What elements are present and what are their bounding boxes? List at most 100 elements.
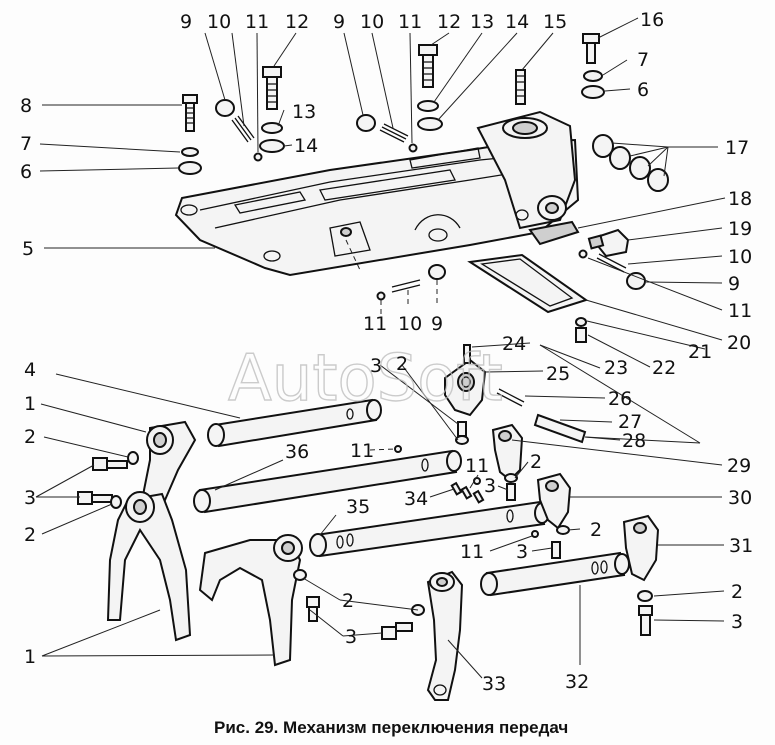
washer-2-30 bbox=[556, 525, 570, 535]
callout-16: 16 bbox=[640, 9, 664, 31]
callout-17: 17 bbox=[725, 137, 749, 159]
callout-15: 15 bbox=[543, 11, 567, 33]
shift-cover-housing bbox=[174, 110, 580, 277]
plug-9-a bbox=[215, 99, 235, 117]
washer-13-right bbox=[417, 100, 439, 112]
ball-11-e bbox=[394, 445, 402, 453]
bolt-3-fork-b bbox=[77, 491, 113, 505]
washer-21 bbox=[575, 317, 587, 327]
callout-8: 8 bbox=[20, 95, 32, 117]
callout-20: 20 bbox=[727, 332, 751, 354]
callout-labels: 9 10 11 12 9 10 11 12 13 14 15 16 8 13 1… bbox=[20, 9, 753, 695]
callout-3: 3 bbox=[345, 626, 357, 648]
callout-1: 1 bbox=[24, 646, 36, 668]
callout-3: 3 bbox=[484, 475, 496, 497]
callout-11: 11 bbox=[728, 300, 752, 322]
rod-4 bbox=[207, 398, 382, 448]
bolt-3-30 bbox=[551, 541, 561, 559]
switch-19 bbox=[587, 228, 630, 258]
bolt-12-right bbox=[418, 44, 438, 88]
callout-11: 11 bbox=[460, 541, 484, 563]
bolt-3-31 bbox=[638, 605, 653, 636]
callout-24: 24 bbox=[502, 333, 526, 355]
spring-10-c bbox=[391, 279, 421, 293]
bolt-3-fork-a bbox=[92, 457, 128, 471]
callout-2: 2 bbox=[530, 451, 542, 473]
gasket-20 bbox=[467, 253, 589, 314]
callout-2: 2 bbox=[590, 519, 602, 541]
callout-33: 33 bbox=[482, 673, 506, 695]
fork-33 bbox=[426, 570, 464, 701]
shift-head-29 bbox=[491, 423, 524, 482]
callout-21: 21 bbox=[688, 341, 712, 363]
callout-30: 30 bbox=[728, 487, 752, 509]
rod-32 bbox=[480, 551, 630, 597]
callout-3: 3 bbox=[516, 541, 528, 563]
washer-7-right bbox=[583, 70, 603, 82]
washer-14-left bbox=[259, 139, 285, 153]
callout-32: 32 bbox=[565, 671, 589, 693]
callout-11: 11 bbox=[398, 11, 422, 33]
bolt-3-fork-d bbox=[381, 622, 413, 640]
callout-7: 7 bbox=[20, 133, 32, 155]
fork-1-lower bbox=[198, 534, 303, 667]
callout-2: 2 bbox=[396, 353, 408, 375]
washer-13-left bbox=[261, 122, 283, 134]
plugs-17 bbox=[592, 134, 669, 192]
bolt-12-left bbox=[262, 66, 282, 110]
pin-24 bbox=[463, 344, 471, 364]
fork-1-middle bbox=[106, 491, 192, 642]
callout-10: 10 bbox=[207, 11, 231, 33]
plunger-27-28 bbox=[533, 413, 587, 444]
rod-36 bbox=[193, 449, 462, 514]
callout-35: 35 bbox=[346, 496, 370, 518]
callout-23: 23 bbox=[604, 357, 628, 379]
callout-6: 6 bbox=[20, 161, 32, 183]
washer-2-selector bbox=[455, 435, 469, 445]
bolt-3-29 bbox=[506, 483, 516, 501]
washer-6-left bbox=[178, 161, 202, 175]
callout-4: 4 bbox=[24, 359, 36, 381]
callout-26: 26 bbox=[608, 388, 632, 410]
bolt-16 bbox=[582, 33, 600, 64]
washer-2-31 bbox=[637, 590, 653, 602]
callout-3: 3 bbox=[24, 487, 36, 509]
callout-11: 11 bbox=[350, 440, 374, 462]
callout-13: 13 bbox=[292, 101, 316, 123]
callout-2: 2 bbox=[24, 524, 36, 546]
washer-14-right bbox=[417, 117, 443, 131]
shift-head-30 bbox=[536, 472, 572, 530]
leader-lines bbox=[35, 17, 726, 679]
callout-10: 10 bbox=[398, 313, 422, 335]
washer-7-left bbox=[181, 147, 199, 157]
callout-11: 11 bbox=[363, 313, 387, 335]
spring-10-b bbox=[379, 123, 409, 143]
seal-18 bbox=[528, 220, 580, 246]
plug-9-b bbox=[356, 114, 376, 132]
stud-15 bbox=[515, 69, 526, 105]
callout-27: 27 bbox=[618, 411, 642, 433]
callout-28: 28 bbox=[622, 430, 646, 452]
callout-12: 12 bbox=[285, 11, 309, 33]
spring-10-a bbox=[231, 115, 255, 143]
spring-10-d bbox=[596, 253, 627, 273]
figure-caption: Рис. 29. Механизм переключения передач bbox=[214, 718, 568, 737]
callout-9: 9 bbox=[728, 273, 740, 295]
callout-31: 31 bbox=[729, 535, 753, 557]
callout-9: 9 bbox=[180, 11, 192, 33]
callout-10: 10 bbox=[728, 246, 752, 268]
callout-22: 22 bbox=[652, 357, 676, 379]
ball-11-f bbox=[473, 477, 481, 485]
callout-7: 7 bbox=[637, 49, 649, 71]
washer-2-29 bbox=[504, 473, 518, 483]
plug-9-d bbox=[626, 272, 646, 290]
washer-2-c bbox=[293, 569, 307, 581]
callout-3: 3 bbox=[370, 355, 382, 377]
callout-14: 14 bbox=[294, 135, 318, 157]
bolt-22 bbox=[575, 327, 587, 343]
interlock-selector-25 bbox=[444, 358, 487, 417]
callout-3: 3 bbox=[731, 611, 743, 633]
callout-13: 13 bbox=[470, 11, 494, 33]
